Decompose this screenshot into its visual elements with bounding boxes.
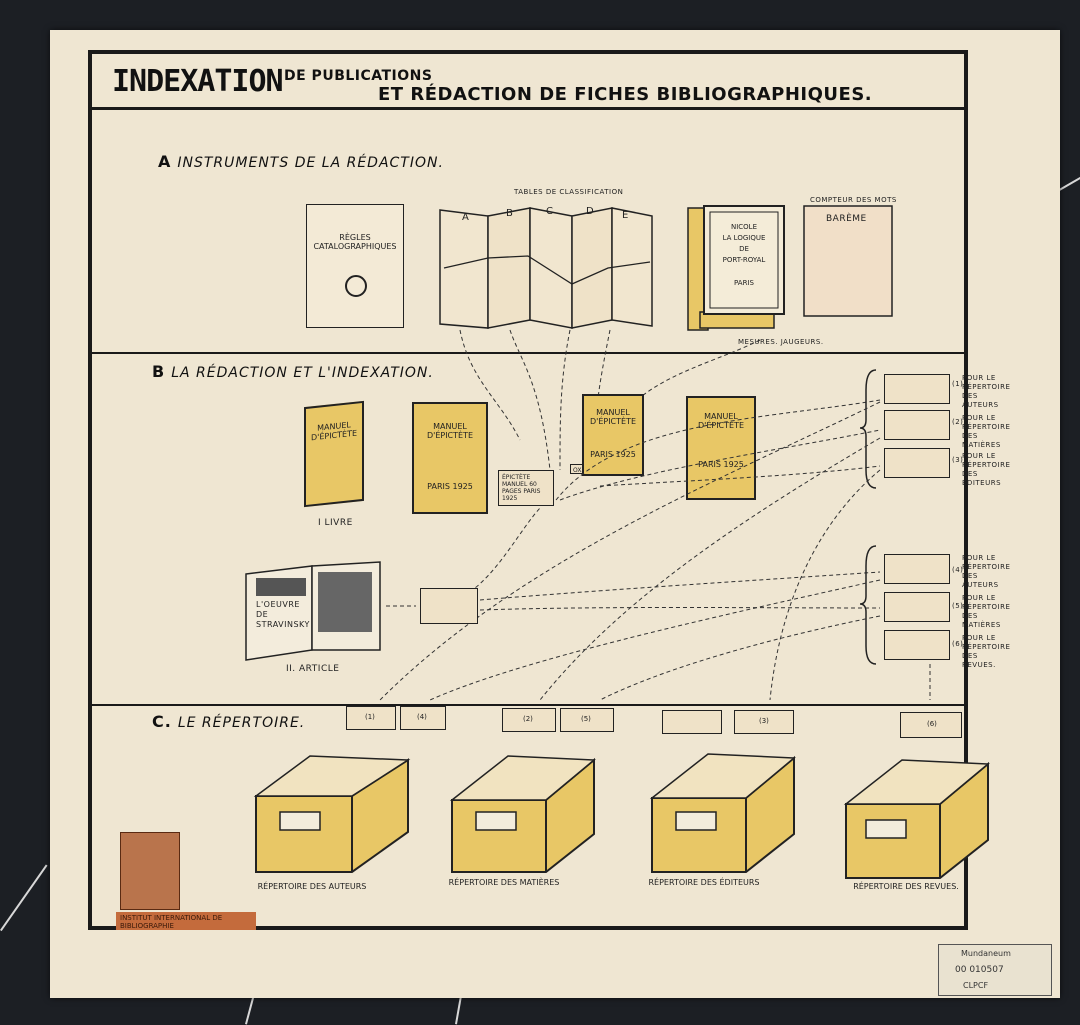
drawer-label-1: RÉPERTOIRE DES AUTEURS bbox=[257, 882, 367, 891]
section-c-letter: C. bbox=[152, 712, 172, 731]
stamp-tag: CLPCF bbox=[963, 981, 989, 990]
drawer-tag-7-text: (6) bbox=[927, 720, 937, 728]
target-num-1: (1) bbox=[952, 380, 964, 388]
drawer-tag-2-text: (4) bbox=[417, 713, 427, 721]
nicole-book-text: NICOLE LA LOGIQUE DE PORT-ROYAL PARIS bbox=[712, 222, 776, 289]
title-page: MANUEL D'ÉPICTÈTE PARIS 1925 bbox=[582, 394, 644, 476]
catalog-card: ÉPICTÈTE MANUEL 60 PAGES PARIS 1925 bbox=[498, 470, 554, 506]
target-card-3 bbox=[884, 448, 950, 478]
table-letter-a: A bbox=[462, 212, 470, 223]
section-a-title: INSTRUMENTS DE LA RÉDACTION. bbox=[177, 155, 444, 171]
target-card-6 bbox=[884, 630, 950, 660]
title-main: INDEXATION bbox=[112, 64, 284, 99]
title-sub-2: ET RÉDACTION DE FICHES BIBLIOGRAPHIQUES. bbox=[378, 84, 873, 105]
section-b-title: LA RÉDACTION ET L'INDEXATION. bbox=[171, 365, 434, 381]
drawer-tag-4: (5) bbox=[560, 708, 614, 732]
target-num-6: (6) bbox=[952, 640, 964, 648]
nicole-line-3: DE bbox=[739, 245, 749, 253]
target-card-1 bbox=[884, 374, 950, 404]
title-page-place: PARIS 1925 bbox=[590, 450, 636, 459]
mundaneum-stamp: Mundaneum 00 010507 CLPCF bbox=[938, 944, 1052, 996]
drawer-tag-6: (3) bbox=[734, 710, 794, 734]
target-card-4 bbox=[884, 554, 950, 584]
poster-frame bbox=[88, 50, 968, 930]
target-label-2: POUR LE RÉPERTOIRE DES MATIÈRES bbox=[962, 414, 1011, 449]
section-c-title: LE RÉPERTOIRE. bbox=[177, 715, 306, 731]
drawer-tag-3: (2) bbox=[502, 708, 556, 732]
open-book: MANUEL D'ÉPICTÈTE PARIS 1925 bbox=[412, 402, 488, 514]
stamp-name: Mundaneum bbox=[961, 949, 1011, 958]
drawer-tag-2: (4) bbox=[400, 706, 446, 730]
nicole-line-5: PARIS bbox=[734, 279, 754, 287]
section-a-letter: A bbox=[158, 152, 172, 171]
article-title: L'OEUVRE DE STRAVINSKY bbox=[256, 600, 310, 629]
compteur-caption: COMPTEUR DES MOTS bbox=[810, 196, 897, 204]
tables-caption: TABLES DE CLASSIFICATION bbox=[514, 188, 624, 196]
institut-label-text: INSTITUT INTERNATIONAL DE BIBLIOGRAPHIE bbox=[120, 914, 223, 930]
target-card-2 bbox=[884, 410, 950, 440]
open-book-place: PARIS 1925 bbox=[427, 482, 473, 491]
table-letter-b: B bbox=[506, 208, 514, 219]
article-card bbox=[420, 588, 478, 624]
target-num-4: (4) bbox=[952, 566, 964, 574]
target-num-5: (5) bbox=[952, 602, 964, 610]
drawer-label-3: RÉPERTOIRE DES ÉDITEURS bbox=[648, 878, 760, 887]
drawer-tag-7: (6) bbox=[900, 712, 962, 738]
target-label-6: POUR LE RÉPERTOIRE DES REVUES. bbox=[962, 634, 1011, 669]
open-book-title: MANUEL D'ÉPICTÈTE bbox=[426, 422, 474, 440]
bareme-label: BARÈME bbox=[826, 214, 867, 224]
title-sub-1: DE PUBLICATIONS bbox=[284, 68, 433, 84]
section-a-label: A INSTRUMENTS DE LA RÉDACTION. bbox=[158, 152, 444, 171]
target-num-3: (3) bbox=[952, 456, 964, 464]
target-label-3: POUR LE RÉPERTOIRE DES ÉDITEURS bbox=[962, 452, 1011, 487]
table-letter-e: E bbox=[622, 210, 629, 221]
section-divider bbox=[92, 352, 964, 354]
drawer-tag-6-text: (3) bbox=[759, 717, 769, 725]
drawer-label-2: RÉPERTOIRE DES MATIÈRES bbox=[448, 878, 560, 887]
regles-book: RÈGLES CATALOGRAPHIQUES bbox=[306, 204, 404, 328]
drawer-tag-4-text: (5) bbox=[581, 715, 591, 723]
target-label-4: POUR LE RÉPERTOIRE DES AUTEURS bbox=[962, 554, 1011, 589]
seal-icon bbox=[345, 275, 367, 297]
drawer-tag-3-text: (2) bbox=[523, 715, 533, 723]
nicole-line-2: LA LOGIQUE bbox=[722, 234, 766, 242]
table-letter-d: D bbox=[586, 206, 595, 217]
measured-book: MANUEL D'ÉPICTÈTE PARIS 1925 bbox=[686, 396, 756, 500]
mesures-caption: MESURES. JAUGEURS. bbox=[738, 338, 824, 346]
regles-book-title: RÈGLES CATALOGRAPHIQUES bbox=[313, 233, 397, 251]
section-c-label: C. LE RÉPERTOIRE. bbox=[152, 712, 305, 731]
drawer-tag-1: (1) bbox=[346, 706, 396, 730]
table-letter-c: C bbox=[546, 206, 554, 217]
target-num-2: (2) bbox=[952, 418, 964, 426]
measured-book-title: MANUEL D'ÉPICTÈTE bbox=[697, 412, 745, 430]
section-b-label: B LA RÉDACTION ET L'INDEXATION. bbox=[152, 362, 434, 381]
target-card-5 bbox=[884, 592, 950, 622]
section-b-letter: B bbox=[152, 362, 166, 381]
livre-caption: I LIVRE bbox=[318, 518, 353, 528]
drawer-tag-5 bbox=[662, 710, 722, 734]
title-bar: INDEXATION DE PUBLICATIONS ET RÉDACTION … bbox=[88, 50, 968, 110]
article-caption: II. ARTICLE bbox=[286, 664, 340, 674]
drawer-tag-1-text: (1) bbox=[365, 713, 375, 721]
target-label-1: POUR LE RÉPERTOIRE DES AUTEURS bbox=[962, 374, 1011, 409]
stamp-code: 00 010507 bbox=[955, 965, 1004, 975]
nicole-line-4: PORT-ROYAL bbox=[722, 256, 766, 264]
target-label-5: POUR LE RÉPERTOIRE DES MATIÈRES bbox=[962, 594, 1011, 629]
section-divider bbox=[92, 704, 964, 706]
measured-book-place: PARIS 1925 bbox=[698, 460, 744, 469]
drawer-label-4: RÉPERTOIRE DES REVUES. bbox=[853, 882, 959, 891]
title-page-title: MANUEL D'ÉPICTÈTE bbox=[589, 408, 637, 426]
ex-libris-seal bbox=[120, 832, 180, 910]
nicole-line-1: NICOLE bbox=[730, 223, 758, 231]
catalog-card-text: ÉPICTÈTE MANUEL 60 PAGES PARIS 1925 bbox=[502, 474, 541, 502]
institut-label: INSTITUT INTERNATIONAL DE BIBLIOGRAPHIE bbox=[116, 912, 256, 930]
